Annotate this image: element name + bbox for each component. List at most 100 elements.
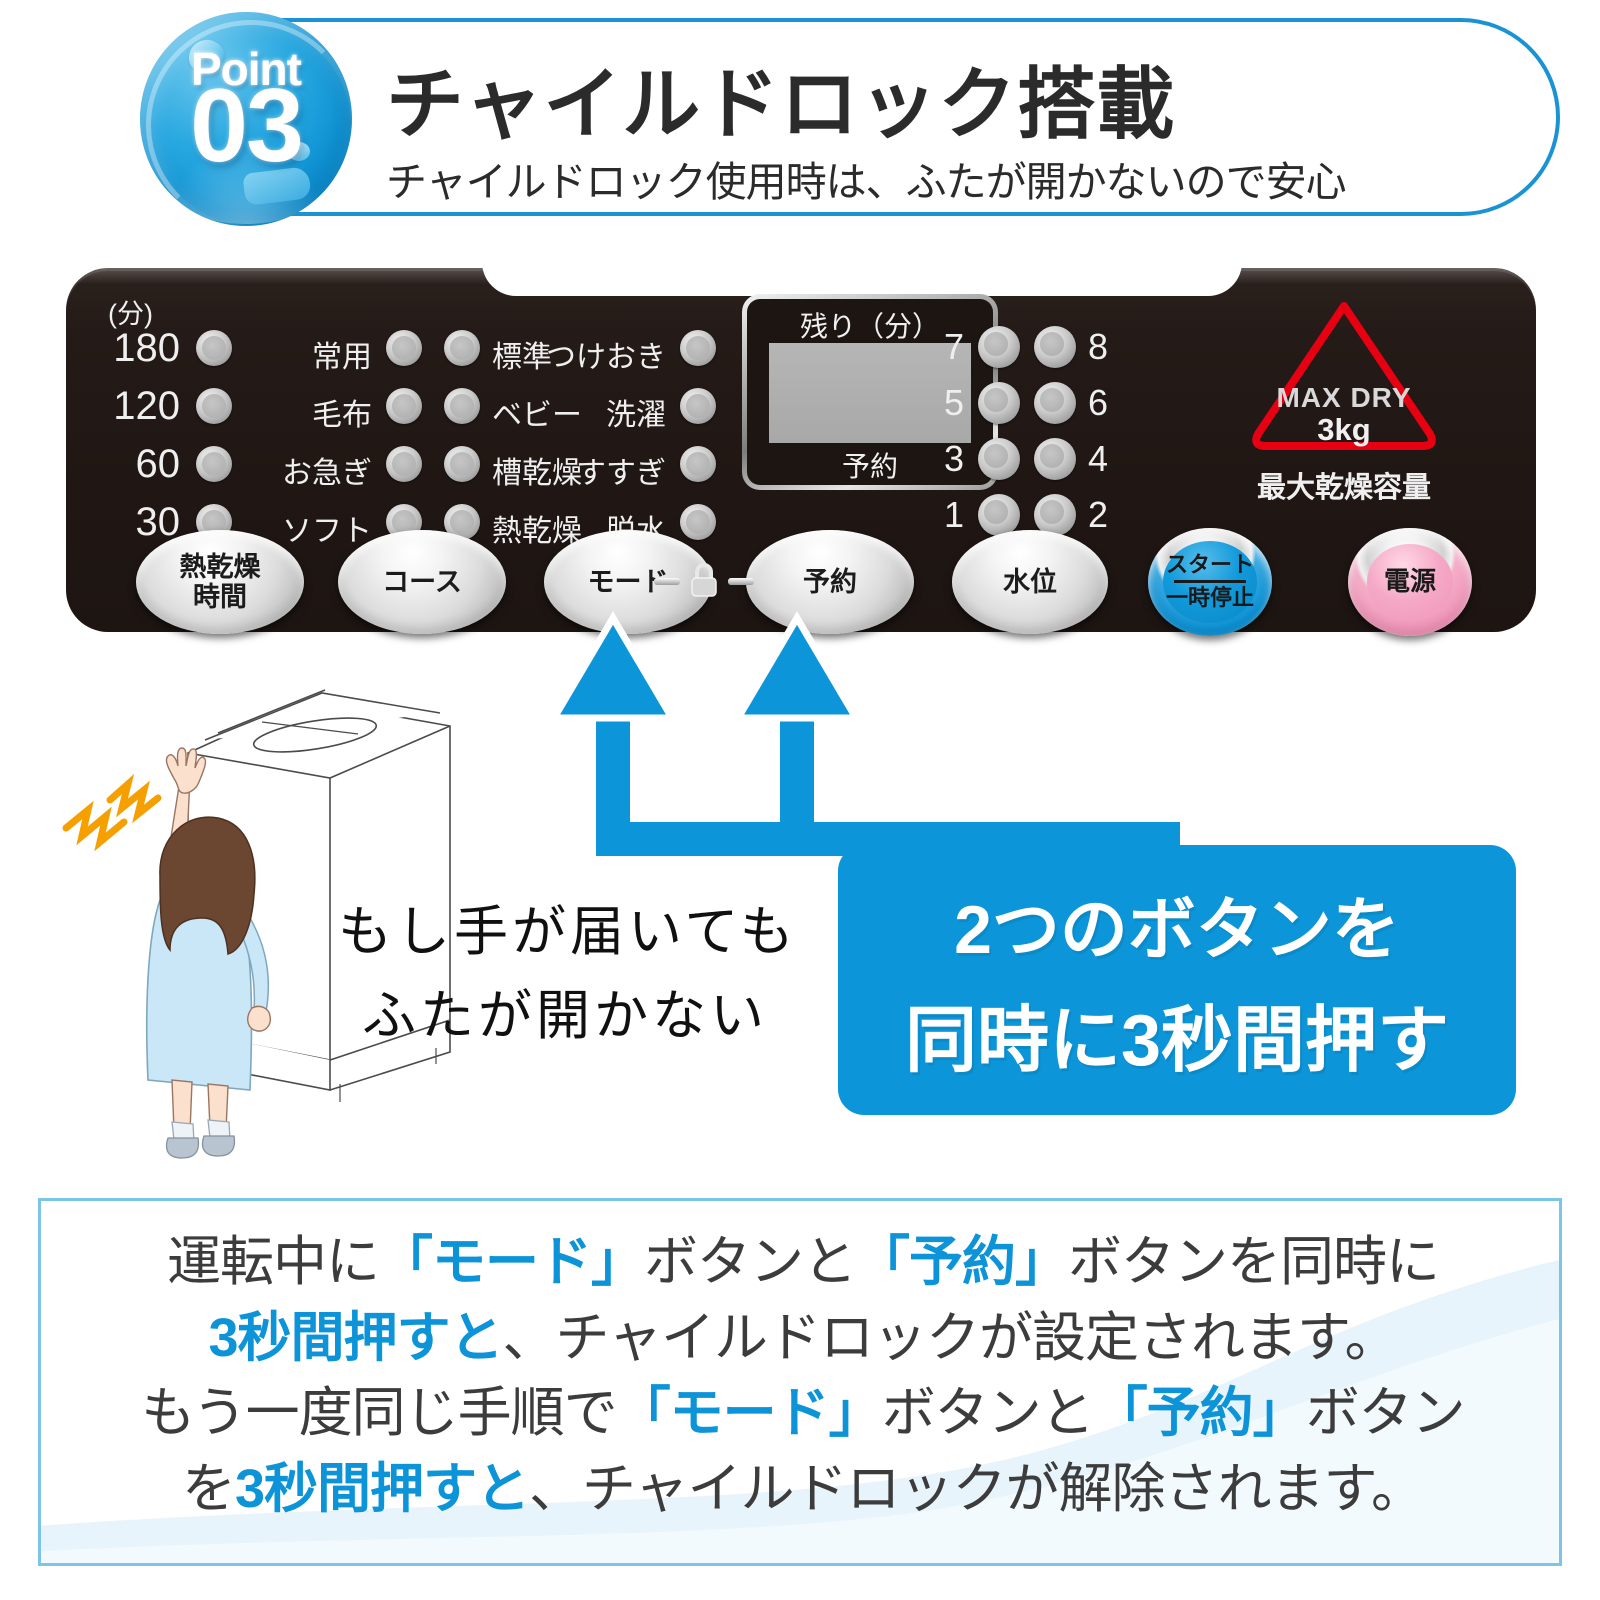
child-lock-indicator: [654, 552, 754, 608]
led-course-oisogi: [386, 446, 422, 482]
point-header-frame: [150, 18, 1560, 216]
water-drop-icon-small: [288, 142, 310, 161]
course-label-moufu: 毛布: [312, 399, 372, 432]
led-course-hyojun: [444, 330, 480, 366]
callout-line-1: 2つのボタンを: [954, 892, 1400, 968]
padlock-icon: [691, 563, 717, 597]
button-dry-time[interactable]: 熱乾燥 時間: [136, 530, 304, 634]
button-reserve-label: 予約: [803, 566, 857, 597]
led-course-soukansou: [444, 446, 480, 482]
led-course-tsukeoki: [680, 330, 716, 366]
lcd-top-label: 残り（分）: [799, 311, 940, 342]
course-label-netsukansou: 熱乾燥: [492, 515, 582, 548]
led-level-1: [978, 494, 1020, 536]
led-level-6: [1034, 382, 1076, 424]
connector-stem-right: [780, 700, 814, 840]
button-water-level[interactable]: 水位: [952, 530, 1108, 634]
minutes-unit-label: (分): [108, 299, 153, 329]
led-course-susugi: [680, 446, 716, 482]
button-power-label: 電源: [1383, 566, 1436, 597]
desc-l1-b: ボタンと: [644, 1232, 857, 1292]
max-dry-caption: 最大乾燥容量: [1256, 472, 1431, 504]
led-level-7: [978, 326, 1020, 368]
lcd-bottom-label: 予約: [841, 451, 898, 482]
max-dry-line1: MAX DRY: [1276, 382, 1412, 413]
desc-l3-reserve: 「予約」: [1093, 1383, 1307, 1444]
page-title: チャイルドロック搭載: [386, 60, 1176, 148]
button-water-level-label: 水位: [1003, 566, 1057, 597]
desc-l2-b: 、チャイルドロックが設定されます。: [502, 1307, 1398, 1368]
button-dry-time-line1: 熱乾燥: [179, 551, 261, 582]
warning-triangle-icon: [1252, 302, 1436, 450]
level-label-3: 3: [944, 438, 965, 479]
desc-l4-a: を: [181, 1458, 236, 1519]
timer-label-30: 30: [135, 500, 181, 544]
led-course-joyou: [386, 330, 422, 366]
max-dry-badge: MAX DRY 3kg: [1244, 290, 1444, 458]
wave-decoration: [41, 1260, 1559, 1563]
level-label-5: 5: [944, 382, 965, 423]
description-line-3: もう一度同じ手順で「モード」ボタンと「予約」ボタン: [41, 1376, 1559, 1452]
connector-stem-left: [596, 700, 630, 840]
led-level-3: [978, 438, 1020, 480]
level-label-1: 1: [944, 494, 965, 535]
level-label-6: 6: [1088, 382, 1109, 423]
badge-gloss-ring: [146, 20, 352, 226]
level-label-7: 7: [944, 326, 965, 367]
timer-label-120: 120: [113, 384, 180, 428]
button-reserve[interactable]: 予約: [746, 530, 914, 634]
lcd-display-frame: 残り（分） 予約: [742, 294, 998, 490]
level-label-2: 2: [1088, 494, 1109, 535]
led-timer-120: [196, 388, 232, 424]
led-course-sentaku: [680, 388, 716, 424]
lock-dash-right: [728, 578, 754, 585]
description-line-1: 運転中に「モード」ボタンと「予約」ボタンを同時に: [41, 1225, 1559, 1301]
led-course-moufu: [386, 388, 422, 424]
timer-label-180: 180: [113, 326, 180, 370]
desc-l3-a: もう一度同じ手順で: [141, 1383, 617, 1444]
callout-line-2: 同時に3秒間押す: [904, 1001, 1450, 1081]
button-dry-time-line2: 時間: [193, 582, 247, 612]
desc-l3-mode: 「モード」: [616, 1383, 883, 1444]
button-start-pause[interactable]: スタート 一時停止: [1148, 528, 1272, 636]
description-line-2: 3秒間押すと、チャイルドロックが設定されます。: [41, 1301, 1559, 1377]
course-label-joyou: 常用: [312, 341, 372, 374]
led-level-8: [1034, 326, 1076, 368]
led-level-5: [978, 382, 1020, 424]
desc-l1-mode: 「モード」: [379, 1232, 645, 1292]
course-label-baby: ベビー: [492, 399, 582, 432]
button-power[interactable]: 電源: [1348, 528, 1472, 636]
course-label-sentaku: 洗濯: [606, 399, 666, 432]
lock-dash-left: [654, 578, 680, 585]
badge-word: Point: [191, 43, 302, 95]
effort-lines-icon: [62, 773, 162, 852]
course-label-hyojun: 標準: [492, 341, 552, 374]
course-label-susugi: すすぎ: [576, 457, 666, 490]
desc-l1-c: ボタンを同時に: [1068, 1232, 1440, 1292]
desc-l3-c: ボタン: [1305, 1383, 1466, 1444]
description-box: 運転中に「モード」ボタンと「予約」ボタンを同時に 3秒間押すと、チャイルドロック…: [38, 1198, 1562, 1566]
desc-l2-a: 3秒間押すと: [208, 1307, 503, 1368]
button-pause-label: 一時停止: [1165, 585, 1254, 611]
course-label-tsukeoki: つけおき: [546, 341, 666, 374]
course-label-oisogi: お急ぎ: [282, 457, 372, 490]
max-dry-line2: 3kg: [1317, 412, 1371, 447]
button-course[interactable]: コース: [338, 530, 506, 634]
description-line-4: を3秒間押すと、チャイルドロックが解除されます。: [41, 1452, 1559, 1528]
lcd-screen: [769, 343, 971, 443]
panel-notch: [482, 262, 1242, 296]
desc-l1-reserve: 「予約」: [856, 1232, 1069, 1292]
instruction-callout: 2つのボタンを 同時に3秒間押す: [838, 845, 1516, 1115]
led-level-4: [1034, 438, 1076, 480]
handwritten-line-1: もし手が届いても: [338, 900, 798, 963]
badge-number: 03: [190, 68, 304, 184]
desc-l1-a: 運転中に: [167, 1232, 380, 1292]
desc-l4-c: 、チャイルドロックが解除されます。: [528, 1458, 1425, 1519]
child-figure: [145, 747, 271, 1159]
level-label-4: 4: [1088, 438, 1109, 479]
led-course-baby: [444, 388, 480, 424]
led-level-2: [1034, 494, 1076, 536]
led-course-dassui: [680, 504, 716, 540]
level-label-8: 8: [1088, 326, 1109, 367]
control-panel: (分) 180 120 60 30 常用 毛布 お急ぎ ソフト 標準 ベビー 槽…: [66, 262, 1536, 636]
